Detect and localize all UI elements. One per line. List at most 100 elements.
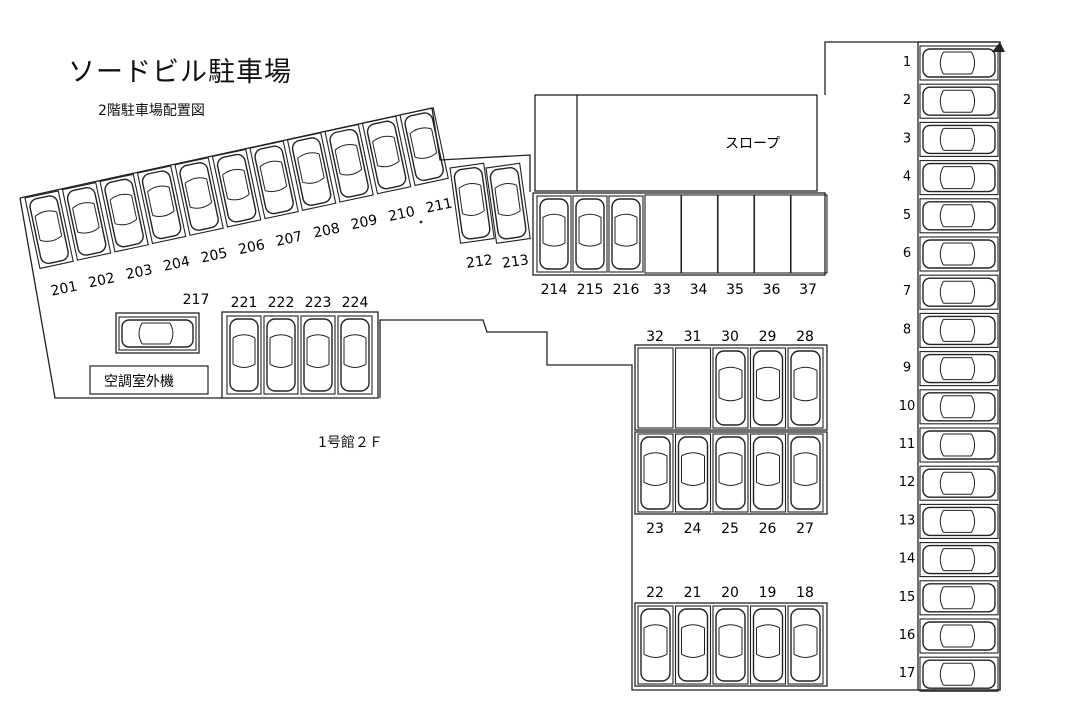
space-label-1: 1 bbox=[903, 55, 911, 70]
parking-space-14 bbox=[919, 542, 999, 578]
ac-unit-label: 空調室外機 bbox=[104, 373, 174, 390]
space-label-16: 16 bbox=[899, 628, 916, 643]
space-label-217: 217 bbox=[183, 292, 210, 308]
space-label-214: 214 bbox=[541, 282, 568, 298]
parking-space-18 bbox=[787, 605, 824, 685]
space-label-30: 30 bbox=[721, 329, 739, 345]
parking-space-3 bbox=[919, 121, 999, 157]
space-label-22: 22 bbox=[646, 585, 664, 601]
space-label-23: 23 bbox=[646, 521, 664, 537]
parking-space-30 bbox=[712, 347, 749, 429]
space-label-222: 222 bbox=[268, 295, 295, 311]
parking-space-209 bbox=[324, 123, 374, 203]
parking-space-11 bbox=[919, 427, 999, 463]
car-layer bbox=[24, 45, 999, 692]
space-label-37: 37 bbox=[799, 282, 817, 298]
space-label-34: 34 bbox=[690, 282, 708, 298]
space-label-213: 213 bbox=[501, 252, 530, 272]
space-label-3: 3 bbox=[903, 131, 911, 146]
space-label-10: 10 bbox=[899, 399, 916, 414]
map-subtitle: 2階駐車場配置図 bbox=[98, 103, 205, 119]
space-label-12: 12 bbox=[899, 475, 916, 490]
space-label-2: 2 bbox=[903, 93, 911, 108]
space-label-7: 7 bbox=[903, 284, 911, 299]
parking-space-212 bbox=[449, 162, 495, 244]
space-label-5: 5 bbox=[903, 208, 911, 223]
parking-space-215 bbox=[572, 195, 608, 273]
parking-space-37 bbox=[790, 194, 828, 274]
building-outline bbox=[19, 41, 1001, 691]
space-label-204: 204 bbox=[162, 254, 192, 275]
space-label-21: 21 bbox=[684, 585, 702, 601]
parking-space-24 bbox=[674, 433, 712, 513]
extra-labels: スロープ 空調室外機 bbox=[89, 136, 780, 395]
space-label-209: 209 bbox=[349, 212, 378, 233]
parking-space-205 bbox=[174, 157, 224, 236]
space-label-33: 33 bbox=[653, 282, 671, 298]
parking-space-9 bbox=[919, 351, 999, 387]
space-label-207: 207 bbox=[274, 229, 303, 250]
space-label-14: 14 bbox=[899, 552, 916, 567]
parking-space-221 bbox=[226, 315, 262, 395]
parking-space-204 bbox=[136, 165, 187, 245]
space-label-27: 27 bbox=[796, 521, 814, 537]
map-title: ソードビル駐車場 bbox=[68, 57, 292, 88]
parking-space-17 bbox=[919, 656, 999, 692]
space-label-25: 25 bbox=[721, 521, 739, 537]
parking-space-216 bbox=[608, 195, 644, 273]
space-label-13: 13 bbox=[899, 513, 916, 528]
space-label-211: 211 bbox=[424, 195, 453, 216]
parking-space-8 bbox=[919, 312, 999, 348]
space-label-29: 29 bbox=[759, 329, 777, 345]
space-label-208: 208 bbox=[312, 220, 341, 241]
space-label-35: 35 bbox=[726, 282, 744, 298]
space-label-36: 36 bbox=[763, 282, 781, 298]
space-label-221: 221 bbox=[231, 295, 258, 311]
space-label-32: 32 bbox=[646, 329, 664, 345]
parking-space-206 bbox=[211, 148, 262, 228]
space-label-20: 20 bbox=[721, 585, 739, 601]
parking-space-36 bbox=[753, 194, 792, 274]
parking-space-16 bbox=[919, 618, 999, 654]
space-label-6: 6 bbox=[903, 246, 911, 261]
space-label-216: 216 bbox=[613, 282, 640, 298]
parking-space-203 bbox=[99, 173, 149, 253]
parking-space-29 bbox=[749, 347, 787, 429]
parking-space-208 bbox=[286, 132, 337, 211]
space-label-212: 212 bbox=[465, 252, 494, 272]
space-label-9: 9 bbox=[903, 361, 911, 376]
space-label-24: 24 bbox=[684, 521, 702, 537]
parking-space-213 bbox=[485, 162, 531, 244]
parking-space-35 bbox=[717, 194, 755, 274]
parking-space-19 bbox=[749, 605, 787, 685]
parking-space-207 bbox=[249, 140, 299, 220]
parking-space-222 bbox=[263, 315, 299, 395]
space-label-26: 26 bbox=[759, 521, 777, 537]
parking-space-201 bbox=[24, 190, 74, 270]
parking-space-27 bbox=[787, 433, 824, 513]
parking-space-33 bbox=[644, 194, 682, 274]
space-label-31: 31 bbox=[684, 329, 702, 345]
parking-space-13 bbox=[919, 503, 999, 539]
space-label-203: 203 bbox=[124, 262, 153, 283]
slope-label: スロープ bbox=[725, 136, 780, 152]
parking-space-28 bbox=[787, 347, 824, 429]
parking-space-12 bbox=[919, 465, 999, 501]
parking-space-7 bbox=[919, 274, 999, 310]
parking-space-224 bbox=[337, 315, 373, 395]
parking-space-1 bbox=[919, 45, 999, 81]
parking-space-214 bbox=[536, 195, 572, 273]
space-label-210: 210 bbox=[387, 204, 416, 225]
space-label-15: 15 bbox=[899, 590, 916, 605]
parking-space-5 bbox=[919, 198, 999, 234]
space-label-201: 201 bbox=[49, 278, 78, 299]
parking-space-20 bbox=[712, 605, 749, 685]
space-label-18: 18 bbox=[796, 585, 814, 601]
floor-label: 1号館２Ｆ bbox=[318, 435, 383, 451]
space-label-202: 202 bbox=[87, 270, 116, 291]
space-label-11: 11 bbox=[899, 437, 916, 452]
parking-space-15 bbox=[919, 580, 999, 616]
parking-space-31 bbox=[674, 347, 712, 429]
parking-space-223 bbox=[300, 315, 336, 395]
